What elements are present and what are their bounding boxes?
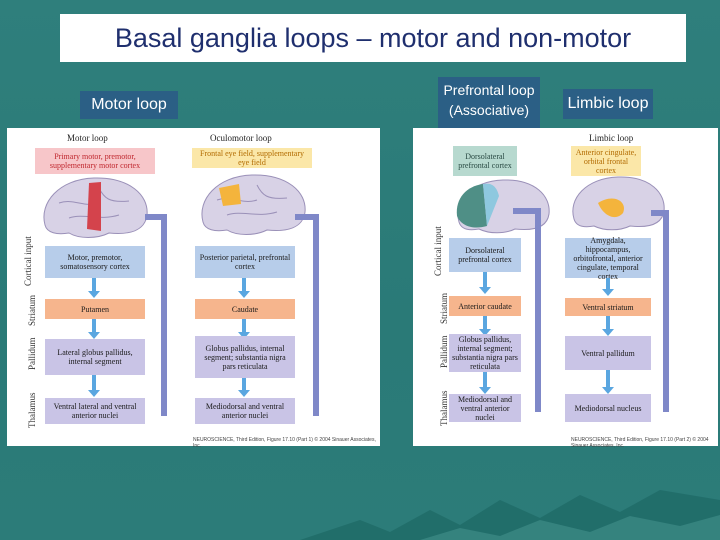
- motor-cortex-header: Primary motor, premotor, supplementary m…: [35, 148, 155, 174]
- motor-cortical-input-box: Motor, premotor, somatosensory cortex: [45, 246, 145, 278]
- oculomotor-loop-title: Oculomotor loop: [210, 133, 272, 143]
- arrow-down: [602, 278, 614, 296]
- side-label-pallidum: Pallidum: [439, 335, 449, 368]
- mediodorsal-nucleus-box: Mediodorsal nucleus: [565, 394, 651, 422]
- motor-loop-return-arrow: [145, 214, 167, 416]
- side-label-thalamus: Thalamus: [439, 390, 449, 427]
- caudate-box: Caudate: [195, 299, 295, 319]
- arrow-down: [479, 316, 491, 336]
- arrow-down: [88, 319, 100, 339]
- limbic-loop-label: Limbic loop: [563, 89, 653, 119]
- limbic-cortical-box: Amygdala, hippocampus, orbitofrontal, an…: [565, 236, 651, 281]
- putamen-box: Putamen: [45, 299, 145, 319]
- figure-credit: NEUROSCIENCE, Third Edition, Figure 17.1…: [571, 437, 709, 449]
- arrow-down: [238, 319, 250, 339]
- ventral-lateral-nuclei-box: Ventral lateral and ventral anterior nuc…: [45, 398, 145, 424]
- arrow-down: [602, 316, 614, 336]
- dorsolateral-cortical-box: Dorsolateral prefrontal cortex: [449, 238, 521, 272]
- prefrontal-limbic-figure: Dorsolateral prefrontal cortex Limbic lo…: [413, 128, 718, 449]
- brain-illustration-oculomotor: [201, 174, 306, 235]
- anterior-caudate-box: Anterior caudate: [449, 296, 521, 316]
- side-label-cortical: Cortical input: [433, 226, 443, 276]
- limbic-loop-return-arrow: [651, 210, 669, 412]
- arrow-down: [479, 272, 491, 294]
- eye-field-header: Frontal eye field, supplementary eye fie…: [192, 148, 312, 168]
- dorsolateral-header: Dorsolateral prefrontal cortex: [453, 146, 517, 176]
- arrow-down: [88, 375, 100, 397]
- slide-title: Basal ganglia loops – motor and non-moto…: [60, 14, 686, 62]
- arrow-down: [479, 372, 491, 394]
- motor-oculomotor-figure: Motor loop Oculomotor loop Primary motor…: [7, 128, 380, 449]
- mediodorsal-nuclei-box: Mediodorsal and ventral anterior nuclei: [195, 398, 295, 424]
- brain-illustration-limbic: [572, 176, 665, 231]
- side-label-striatum: Striatum: [439, 293, 449, 324]
- decorative-wave-background: [300, 490, 720, 540]
- side-label-pallidum: Pallidum: [27, 337, 37, 370]
- motor-loop-label: Motor loop: [80, 91, 178, 119]
- brain-illustration-motor: [43, 177, 148, 238]
- ventral-striatum-box: Ventral striatum: [565, 298, 651, 316]
- globus-pallidus-box: Lateral globus pallidus, internal segmen…: [45, 339, 145, 375]
- right-mediodorsal-box: Mediodorsal and ventral anterior nuclei: [449, 394, 521, 422]
- arrow-down: [88, 278, 100, 298]
- gpi-snr-box: Globus pallidus, internal segment; subst…: [195, 336, 295, 378]
- side-label-thalamus: Thalamus: [27, 392, 37, 429]
- oculomotor-loop-return-arrow: [295, 214, 319, 416]
- side-label-striatum: Striatum: [27, 295, 37, 326]
- brain-illustration-prefrontal: [456, 179, 550, 234]
- side-label-cortical: Cortical input: [23, 236, 33, 286]
- right-gpi-box: Globus pallidus, internal segment; subst…: [449, 334, 521, 372]
- limbic-loop-title: Limbic loop: [589, 133, 634, 143]
- oculomotor-cortical-input-box: Posterior parietal, prefrontal cortex: [195, 246, 295, 278]
- arrow-down: [602, 370, 614, 394]
- arrow-down: [238, 278, 250, 298]
- arrow-down: [238, 378, 250, 397]
- figure-credit: NEUROSCIENCE, Third Edition, Figure 17.1…: [193, 437, 376, 449]
- cingulate-header: Anterior cingulate, orbital frontal cort…: [571, 146, 641, 176]
- prefrontal-loop-return-arrow: [513, 208, 541, 412]
- motor-loop-title: Motor loop: [67, 133, 108, 143]
- ventral-pallidum-box: Ventral pallidum: [565, 336, 651, 370]
